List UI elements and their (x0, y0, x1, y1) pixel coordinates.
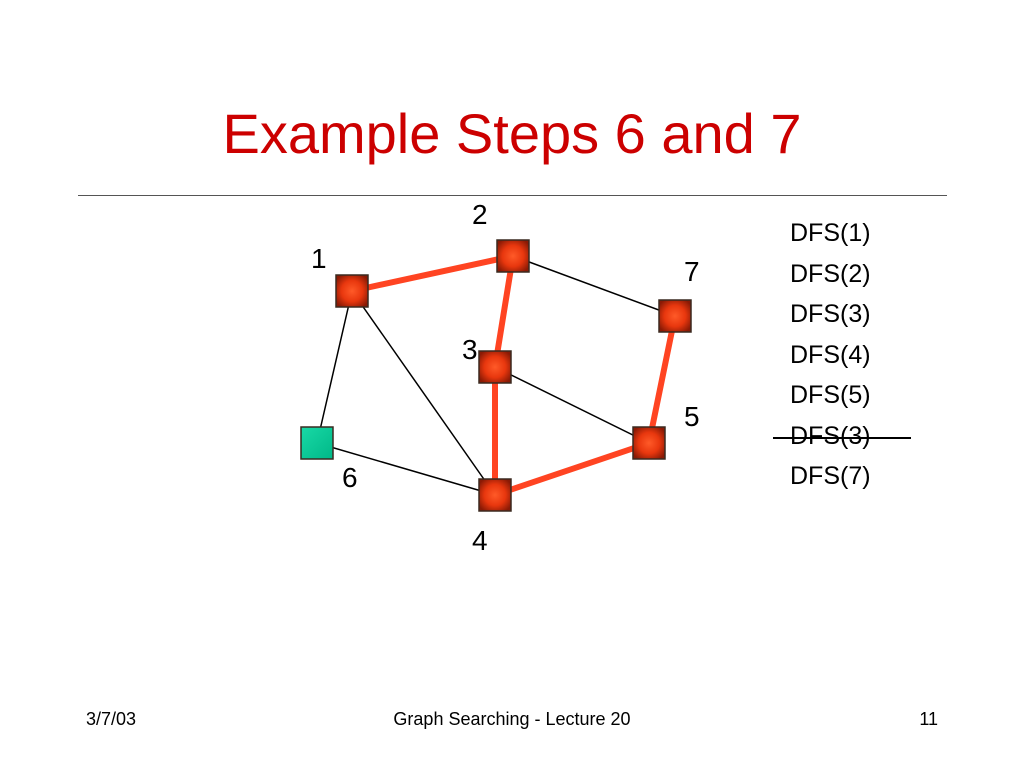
tree-edge-5-7 (646, 313, 678, 446)
node-labels-layer: 1 2 3 4 5 6 7 (311, 199, 700, 556)
node-1 (335, 274, 369, 308)
edge-6-4 (316, 442, 496, 496)
dfs-call: DFS(2) (790, 259, 871, 288)
node-label-1: 1 (311, 243, 327, 274)
node-2 (496, 239, 530, 273)
node-label-3: 3 (462, 334, 478, 365)
tree-edge-2-3 (492, 253, 516, 370)
tree-edge-1-2 (349, 253, 516, 294)
dfs-call: DFS(3) (790, 300, 871, 328)
dfs-call: DFS(5) (790, 381, 871, 409)
node-3 (478, 350, 512, 384)
edge-1-4 (351, 290, 496, 496)
node-6 (300, 426, 334, 460)
node-label-5: 5 (684, 401, 700, 432)
footer-date: 3/7/03 (86, 709, 137, 729)
edge-1-6 (316, 290, 353, 444)
node-label-4: 4 (472, 525, 488, 556)
footer-title: Graph Searching - Lecture 20 (393, 709, 631, 729)
strikethrough-line (773, 437, 911, 439)
title-divider (78, 195, 947, 196)
page-number: 11 (919, 709, 938, 729)
edge-2-7 (512, 255, 676, 317)
tree-edge-4-5 (492, 440, 652, 498)
edge-3-5 (494, 366, 650, 444)
node-label-6: 6 (342, 462, 358, 493)
dfs-call-struck: DFS(3) (790, 421, 871, 450)
dfs-call: DFS(4) (790, 340, 871, 369)
dfs-call: DFS(7) (790, 462, 871, 490)
node-5 (632, 426, 666, 460)
nodes-layer (300, 239, 692, 512)
dfs-call: DFS(1) (790, 219, 871, 247)
node-label-2: 2 (472, 199, 488, 230)
dfs-call-list: DFS(1) DFS(2) DFS(3) DFS(4) DFS(5) DFS(3… (790, 213, 871, 497)
node-4 (478, 478, 512, 512)
slide-title: Example Steps 6 and 7 (222, 102, 802, 165)
node-7 (658, 299, 692, 333)
edges-layer (316, 253, 678, 498)
node-label-7: 7 (684, 256, 700, 287)
